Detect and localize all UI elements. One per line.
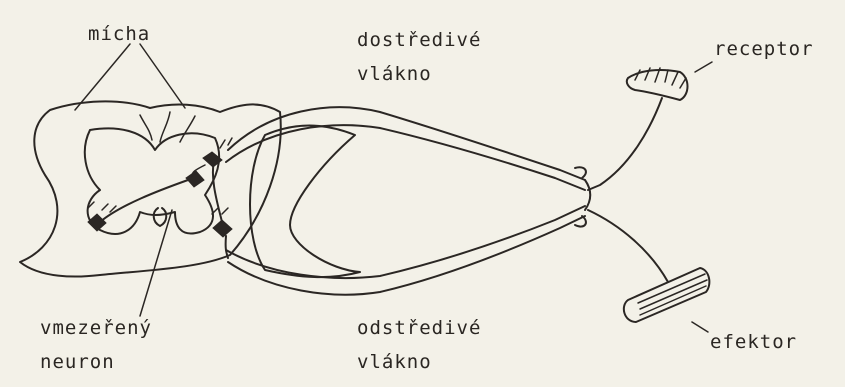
dorsal-sulcus [140, 112, 195, 142]
label-odstredive-line1: odstředivé [357, 317, 481, 339]
label-odstredive-line2: vlákno [357, 351, 432, 373]
label-efektor: efektor [710, 331, 797, 353]
afferent-fiber-outer [228, 107, 585, 180]
efferent-fiber-inner [226, 206, 585, 278]
spinal-cord-outline [20, 101, 281, 276]
receptor-nerve [588, 98, 662, 190]
label-vmezereny-line1: vmezeřený [40, 317, 152, 339]
synapse-interneuron [88, 202, 116, 212]
label-dostredive-line1: dostředivé [357, 29, 481, 51]
receptor-leader [695, 62, 712, 72]
effector-leader [692, 322, 708, 332]
label-micha: mícha [88, 23, 150, 45]
neuron-body-sensory-mid [186, 171, 204, 187]
vmezereny-leader [140, 210, 172, 316]
effector-shape [624, 268, 710, 322]
label-receptor: receptor [714, 38, 814, 60]
nerve-loop [250, 126, 360, 278]
label-vmezereny-line2: neuron [40, 351, 115, 373]
effector-nerve [588, 210, 668, 282]
micha-leader-left [75, 44, 130, 110]
motor-inner-fiber [226, 236, 228, 258]
central-canal [154, 208, 167, 226]
afferent-fiber-inner [226, 125, 585, 190]
neuron-body-interneuron [88, 214, 106, 231]
micha-leader-right [140, 44, 185, 108]
efferent-fiber-outer [228, 216, 585, 295]
label-dostredive-line2: vlákno [357, 63, 432, 85]
